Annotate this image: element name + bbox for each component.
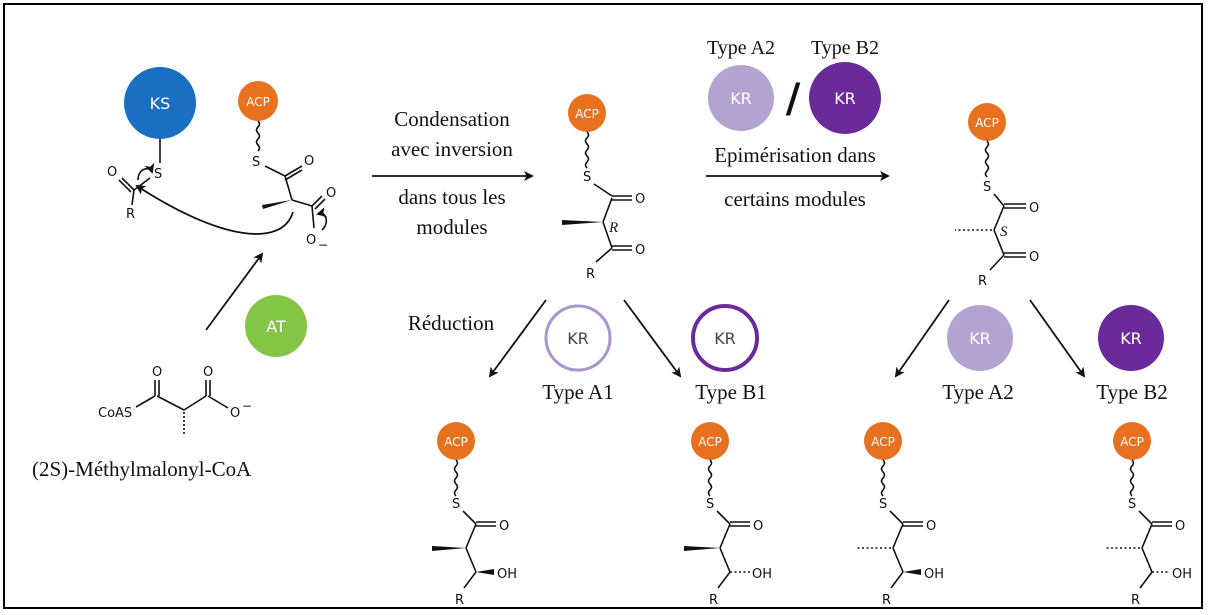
svg-text:O: O: [635, 243, 645, 258]
substrate-name: (2S)-Méthylmalonyl-CoA: [32, 457, 252, 481]
acp-label: ACP: [246, 95, 270, 109]
svg-text:ACP: ACP: [1120, 435, 1144, 449]
condensation-line-1: Condensation: [394, 107, 510, 131]
carboxylate-o-minus: O: [306, 233, 316, 248]
kr-b1: KR: [691, 304, 759, 372]
product-a2: ACP S O OH R: [857, 422, 944, 608]
ks-sulfur: S: [154, 167, 162, 182]
ks-label: KS: [150, 94, 171, 113]
svg-text:OH: OH: [924, 567, 944, 582]
svg-text:S: S: [1128, 497, 1136, 512]
svg-text:O: O: [1029, 250, 1039, 265]
product-b1: ACP S O OH R: [684, 422, 772, 608]
svg-text:OH: OH: [497, 567, 517, 582]
svg-text:S: S: [452, 497, 460, 512]
svg-text:O: O: [635, 192, 645, 207]
svg-text:O: O: [499, 519, 509, 534]
acp-domain-intermediate-s: ACP: [968, 103, 1006, 141]
acp-sulfur: S: [252, 155, 260, 170]
product-b2: ACP S O OH R: [1104, 422, 1192, 608]
ks-acyl-oxygen: O: [107, 165, 117, 180]
curved-arrow-ks: [137, 162, 155, 181]
stereo-descriptor-r: R: [608, 220, 618, 236]
svg-text:KR: KR: [714, 329, 736, 348]
carboxylate-oxygen: O: [326, 186, 336, 201]
svg-text:R: R: [709, 593, 718, 608]
svg-text:KR: KR: [567, 329, 589, 348]
acp-circle: [238, 81, 278, 121]
loading-arrow: [205, 252, 264, 331]
reduction-arrow-a1: [488, 299, 547, 378]
acp-domain-start: ACP: [238, 81, 278, 121]
kr-b2: KR: [1098, 305, 1164, 371]
svg-text:O: O: [753, 519, 763, 534]
kr-a2: KR: [947, 305, 1013, 371]
svg-text:S: S: [879, 497, 887, 512]
type-b2-label: Type B2: [1096, 380, 1167, 404]
at-label: AT: [266, 317, 286, 336]
svg-text:R: R: [586, 267, 595, 282]
ks-circle: [124, 67, 196, 139]
epimerisation-line-2: certains modules: [724, 187, 866, 211]
ks-acyl-r: R: [126, 207, 135, 222]
mm-coa-o-minus: O: [230, 406, 240, 421]
reduction-arrow-b2: [1029, 299, 1086, 378]
type-b1-label: Type B1: [695, 380, 766, 404]
condensation-line-2: avec inversion: [391, 137, 513, 161]
svg-text:KR: KR: [1120, 329, 1142, 348]
svg-text:O: O: [1029, 201, 1039, 216]
mm-coa-oxygen-2: O: [203, 365, 213, 380]
at-domain: AT: [245, 295, 307, 357]
svg-text:ACP: ACP: [698, 435, 722, 449]
stereo-descriptor-s: S: [1000, 224, 1008, 240]
svg-text:KR: KR: [730, 89, 752, 108]
phosphopantetheine-arm: [255, 120, 261, 152]
type-a2-label: Type A2: [942, 380, 1013, 404]
mm-coa-oxygen-1: O: [152, 365, 162, 380]
kr-separator: /: [786, 76, 801, 122]
condensation-line-3: dans tous les: [398, 185, 505, 209]
svg-text:OH: OH: [752, 567, 772, 582]
acp-domain-intermediate-r: ACP: [568, 94, 606, 132]
svg-text:OH: OH: [1172, 567, 1192, 582]
product-a1: ACP S O OH R: [432, 422, 517, 608]
at-circle: [245, 295, 307, 357]
thioester-oxygen: O: [304, 154, 314, 169]
mm-coa-charge: −: [242, 399, 252, 413]
reduction-arrow-b1: [623, 299, 682, 378]
nucleophilic-attack-arrow: [135, 184, 294, 235]
epi-type-b2-label: Type B2: [811, 37, 879, 59]
epimerisation-line-1: Epimérisation dans: [714, 143, 876, 167]
svg-text:S: S: [706, 497, 714, 512]
svg-text:O: O: [1175, 519, 1185, 534]
carboxylate-charge: −: [318, 238, 328, 252]
svg-text:ACP: ACP: [871, 435, 895, 449]
reduction-label: Réduction: [408, 311, 495, 335]
reduction-arrow-a2: [894, 299, 950, 378]
svg-text:KR: KR: [834, 89, 856, 108]
svg-text:ACP: ACP: [444, 435, 468, 449]
svg-text:R: R: [455, 593, 464, 608]
svg-text:S: S: [983, 180, 991, 195]
kr-a1: KR: [544, 304, 612, 372]
svg-text:S: S: [583, 170, 591, 185]
svg-text:ACP: ACP: [975, 116, 999, 130]
ks-domain: KS: [124, 67, 196, 139]
curved-arrow-decarboxylation: [316, 207, 328, 231]
svg-text:R: R: [882, 593, 891, 608]
kr-b2-epimerisation: KR: [809, 62, 881, 134]
svg-text:KR: KR: [969, 329, 991, 348]
kr-a2-epimerisation: KR: [708, 65, 774, 131]
epi-type-a2-label: Type A2: [707, 37, 775, 59]
condensation-line-4: modules: [416, 215, 487, 239]
svg-text:R: R: [978, 274, 987, 289]
svg-text:R: R: [1131, 593, 1140, 608]
svg-text:O: O: [926, 519, 936, 534]
svg-text:ACP: ACP: [575, 107, 599, 121]
coas-label: CoAS: [98, 406, 132, 421]
type-a1-label: Type A1: [542, 380, 613, 404]
